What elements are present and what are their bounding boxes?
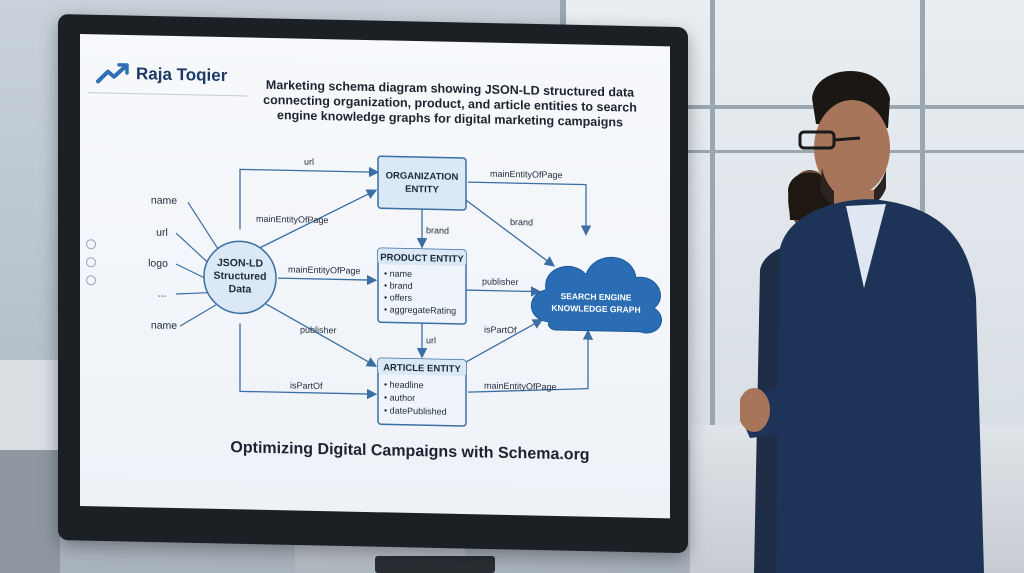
jsonld-line1: JSON-LD	[217, 257, 263, 270]
property-label: logo	[148, 257, 168, 269]
edge-publisher-right	[466, 286, 542, 297]
edge-label: isPartOf	[484, 324, 517, 335]
edge-label: isPartOf	[290, 380, 323, 391]
schema-diagram: JSON-LD Structured Data name url logo ..…	[148, 155, 662, 427]
jsonld-line2: Structured	[213, 270, 266, 283]
knowledge-graph-line1: SEARCH ENGINE	[561, 291, 632, 302]
edge-main-entity-product	[278, 274, 378, 286]
edge-label: mainEntityOfPage	[490, 169, 563, 181]
product-field: • offers	[384, 292, 412, 303]
organization-line2: ENTITY	[405, 184, 439, 196]
knowledge-graph-cloud: SEARCH ENGINE KNOWLEDGE GRAPH	[530, 256, 662, 334]
product-title: PRODUCT ENTITY	[380, 252, 464, 265]
property-spokes	[175, 201, 219, 327]
edge-is-part-of-bottom	[239, 323, 378, 400]
background-floor	[0, 450, 60, 573]
article-field: • datePublished	[384, 405, 447, 416]
edge-main-entity-org	[259, 189, 378, 249]
edge-label: brand	[510, 217, 533, 227]
property-label: url	[156, 227, 168, 239]
man-figure	[740, 70, 984, 573]
product-field: • aggregateRating	[384, 304, 456, 316]
monitor-screen: Raja Toqier Marketing schema diagram sho…	[80, 34, 670, 519]
edge-publisher-left	[265, 303, 378, 367]
edge-url-top	[239, 166, 380, 230]
edge-label: url	[304, 157, 314, 167]
article-entity-node: ARTICLE ENTITY • headline • author • dat…	[377, 357, 467, 427]
article-title: ARTICLE ENTITY	[383, 362, 461, 375]
edge-main-entity-bottom	[467, 329, 594, 393]
edge-label: mainEntityOfPage	[288, 264, 361, 276]
background-cabinet	[0, 360, 60, 450]
organization-line1: ORGANIZATION	[386, 170, 459, 183]
knowledge-graph-line2: KNOWLEDGE GRAPH	[551, 303, 640, 315]
article-field: • headline	[384, 379, 424, 390]
edge-label: publisher	[482, 276, 519, 287]
property-label: ...	[158, 288, 167, 300]
edge-label: mainEntityOfPage	[484, 380, 557, 392]
brand-logo: Raja Toqier	[96, 62, 227, 87]
article-field: • author	[384, 392, 415, 403]
jsonld-node: JSON-LD Structured Data	[203, 240, 277, 315]
edge-label: url	[426, 335, 436, 345]
monitor-stand-foot	[375, 556, 495, 573]
edge-label: publisher	[300, 325, 337, 336]
organization-entity-node: ORGANIZATION ENTITY	[377, 155, 467, 211]
property-label: name	[151, 319, 177, 332]
jsonld-line3: Data	[229, 283, 252, 295]
edge-label: mainEntityOfPage	[256, 214, 329, 226]
product-field: • name	[384, 268, 412, 279]
edge-main-entity-top-right	[468, 181, 592, 236]
product-entity-node: PRODUCT ENTITY • name • brand • offers •…	[377, 247, 467, 325]
property-label: name	[151, 194, 177, 207]
trend-arrow-icon	[96, 63, 129, 84]
edge-brand-right	[465, 199, 556, 267]
edge-label: brand	[426, 225, 449, 235]
product-field: • brand	[384, 280, 413, 291]
edge-is-part-of-right	[465, 319, 544, 363]
